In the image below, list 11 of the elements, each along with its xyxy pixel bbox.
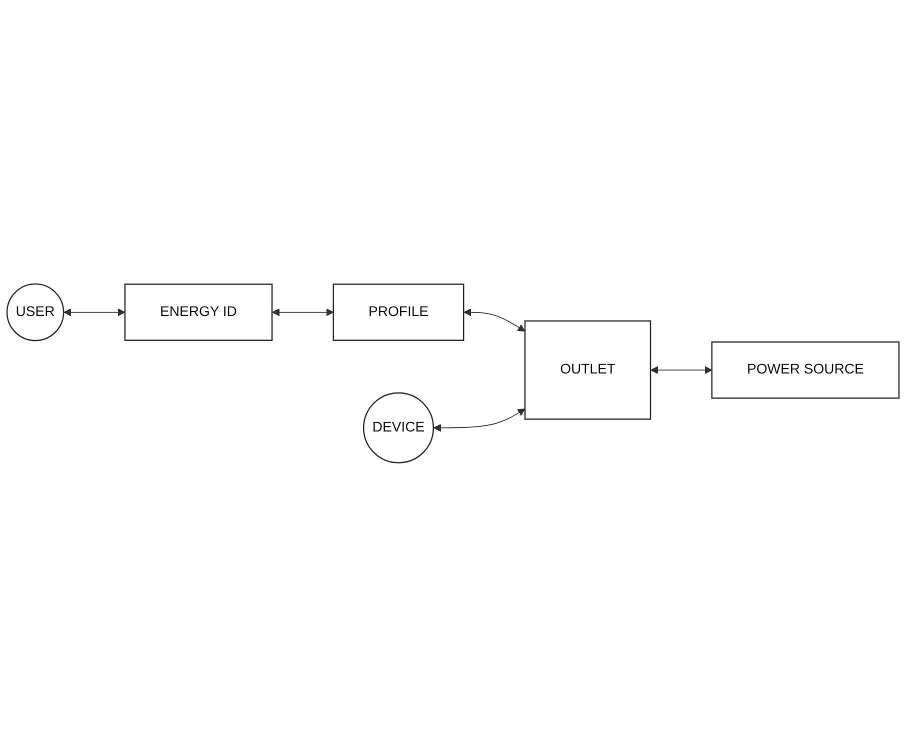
node-circle: DEVICE — [362, 392, 434, 464]
arrow — [64, 308, 126, 316]
arrow — [650, 366, 712, 374]
node-box: OUTLET — [524, 320, 652, 420]
node-box: PROFILE — [332, 283, 464, 341]
node-circle: USER — [6, 282, 64, 341]
node-box: POWER SOURCE — [711, 340, 900, 398]
arrow — [464, 308, 526, 332]
arrow — [272, 308, 334, 316]
node-box: ENERGY ID — [124, 283, 273, 341]
arrow — [433, 408, 526, 432]
